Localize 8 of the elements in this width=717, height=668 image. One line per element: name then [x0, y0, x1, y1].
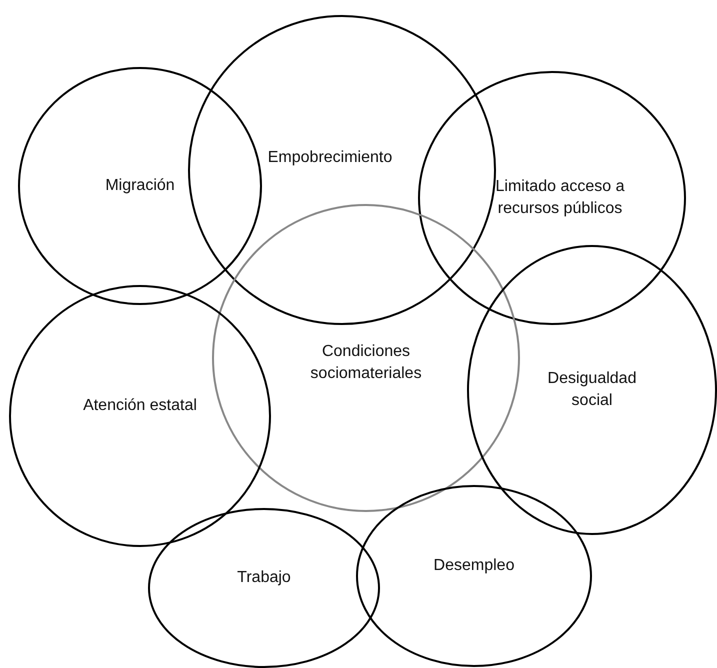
concept-label: Desigualdad social	[546, 369, 638, 411]
concept-label: Desempleo	[432, 556, 516, 576]
concept-label: Atención estatal	[82, 396, 198, 416]
concept-label: Migración	[104, 176, 176, 196]
concept-label: Condiciones sociomateriales	[309, 342, 423, 384]
concept-label: Limitado acceso a recursos públicos	[494, 177, 626, 219]
concept-label: Empobrecimiento	[266, 148, 394, 168]
concept-label: Trabajo	[236, 568, 292, 588]
